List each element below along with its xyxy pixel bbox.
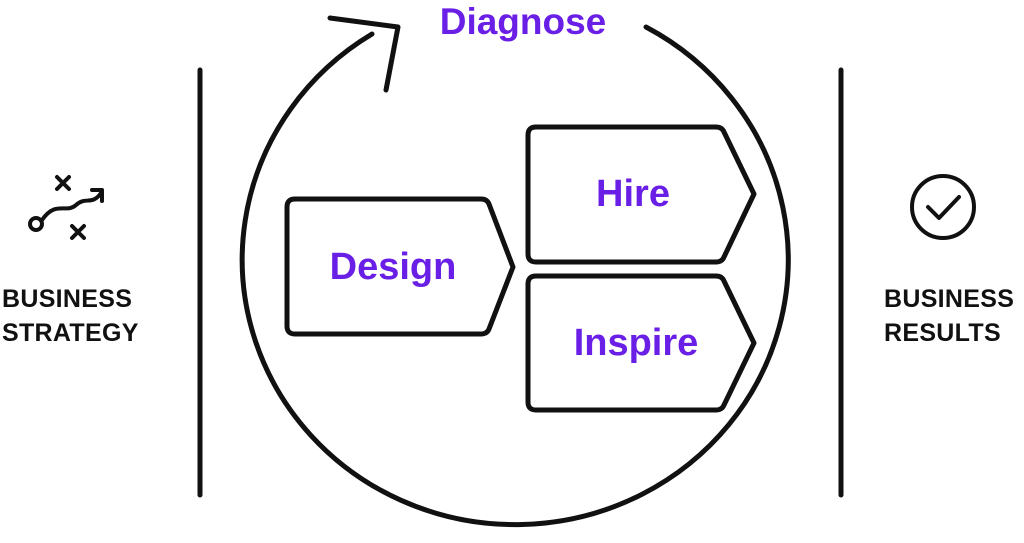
stage-hire-shape bbox=[525, 124, 757, 265]
business-results-label: BUSINESS RESULTS bbox=[884, 282, 1014, 350]
cycle-arrow-icon bbox=[327, 15, 401, 93]
stage-inspire-label: Inspire bbox=[574, 322, 699, 364]
stage-design-shape bbox=[284, 196, 516, 337]
business-results-line1: BUSINESS bbox=[884, 285, 1015, 313]
stage-inspire-shape bbox=[525, 273, 757, 413]
cycle-circle bbox=[239, 24, 791, 528]
stage-design-label: Design bbox=[330, 246, 457, 288]
business-strategy-line2: STRATEGY bbox=[2, 319, 139, 347]
check-circle-icon bbox=[910, 174, 976, 240]
stage-hire-label: Hire bbox=[596, 173, 670, 215]
business-strategy-label: BUSINESS STRATEGY bbox=[2, 282, 139, 350]
cycle-title: Diagnose bbox=[440, 1, 607, 42]
strategy-path-icon bbox=[28, 175, 104, 240]
business-strategy-line1: BUSINESS bbox=[2, 285, 133, 313]
business-results-line2: RESULTS bbox=[884, 319, 1001, 347]
